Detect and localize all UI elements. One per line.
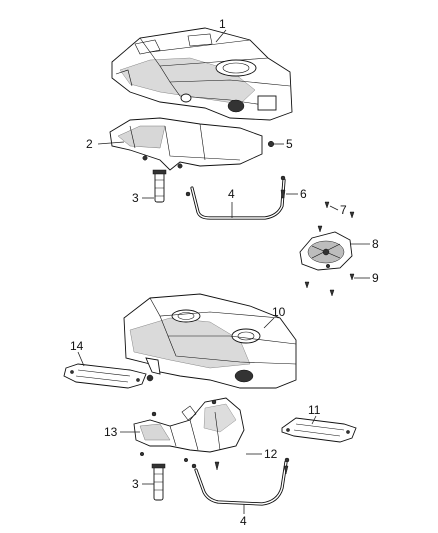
callout-1: 1 <box>219 17 226 31</box>
callout-5: 5 <box>286 137 293 151</box>
callout-9: 9 <box>372 271 379 285</box>
callout-10: 10 <box>272 305 286 319</box>
screw-9 <box>304 273 355 297</box>
tank-strap-upper <box>185 175 286 220</box>
callout-8: 8 <box>372 237 379 251</box>
fastener-12 <box>214 461 289 475</box>
callout-3-lower: 3 <box>132 477 139 491</box>
callout-12: 12 <box>264 447 278 461</box>
fastener-5 <box>267 140 275 148</box>
callout-labels: 1 2 3 4 5 6 7 8 9 10 11 12 13 14 3 4 <box>70 17 379 528</box>
fuel-tank-upper <box>111 27 293 121</box>
callout-14: 14 <box>70 339 84 353</box>
heat-shield-lower <box>133 397 245 463</box>
callout-7: 7 <box>340 203 347 217</box>
callout-6: 6 <box>300 187 307 201</box>
support-bracket-11 <box>281 417 357 443</box>
tank-strap-lower <box>191 457 290 506</box>
lock-ring-8 <box>299 231 353 271</box>
fastener-6 <box>280 189 286 199</box>
filler-tube-lower <box>151 463 166 501</box>
callout-2: 2 <box>86 137 93 151</box>
callout-4: 4 <box>228 187 235 201</box>
filler-tube-upper <box>152 169 167 203</box>
heat-shield-upper <box>109 117 263 171</box>
support-bracket-14 <box>63 363 147 389</box>
callout-3: 3 <box>132 191 139 205</box>
screw-7 <box>317 201 355 233</box>
fuel-tank-lower <box>123 293 297 389</box>
callout-4-lower: 4 <box>240 514 247 528</box>
callout-11: 11 <box>308 403 321 417</box>
callout-13: 13 <box>104 425 118 439</box>
